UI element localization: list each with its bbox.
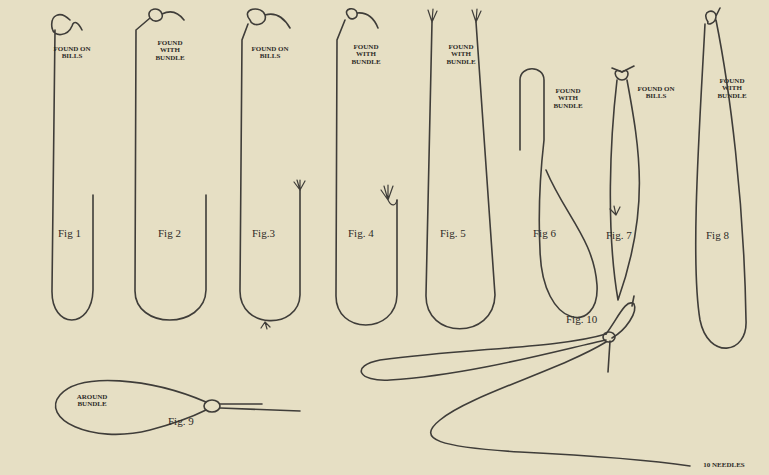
figure-number: Fig. 9 xyxy=(168,416,194,428)
figure-number: Fig 2 xyxy=(158,228,181,240)
figure-note: FOUND WITH BUNDLE xyxy=(150,40,190,62)
figure-note: FOUND ON BILLS xyxy=(52,46,92,61)
figure-number: Fig. 7 xyxy=(606,230,632,242)
figure-number: Fig.3 xyxy=(252,228,275,240)
figure-note: FOUND ON BILLS xyxy=(250,46,290,61)
figure-note: FOUND WITH BUNDLE xyxy=(548,88,588,110)
figure-note: FOUND WITH BUNDLE xyxy=(712,78,752,100)
figure-number: Fig 1 xyxy=(58,228,81,240)
figure-note: FOUND WITH BUNDLE xyxy=(346,44,386,66)
figure-number: Fig 6 xyxy=(533,228,556,240)
callout-note: 10 NEEDLES xyxy=(694,462,754,469)
figure-number: Fig. 4 xyxy=(348,228,374,240)
figure-number: Fig. 5 xyxy=(440,228,466,240)
figure-number: Fig. 10 xyxy=(566,314,597,326)
figure-number: Fig 8 xyxy=(706,230,729,242)
figure-note: FOUND ON BILLS xyxy=(636,86,676,101)
figure-note: FOUND WITH BUNDLE xyxy=(441,44,481,66)
figure-note: AROUND BUNDLE xyxy=(68,394,116,409)
